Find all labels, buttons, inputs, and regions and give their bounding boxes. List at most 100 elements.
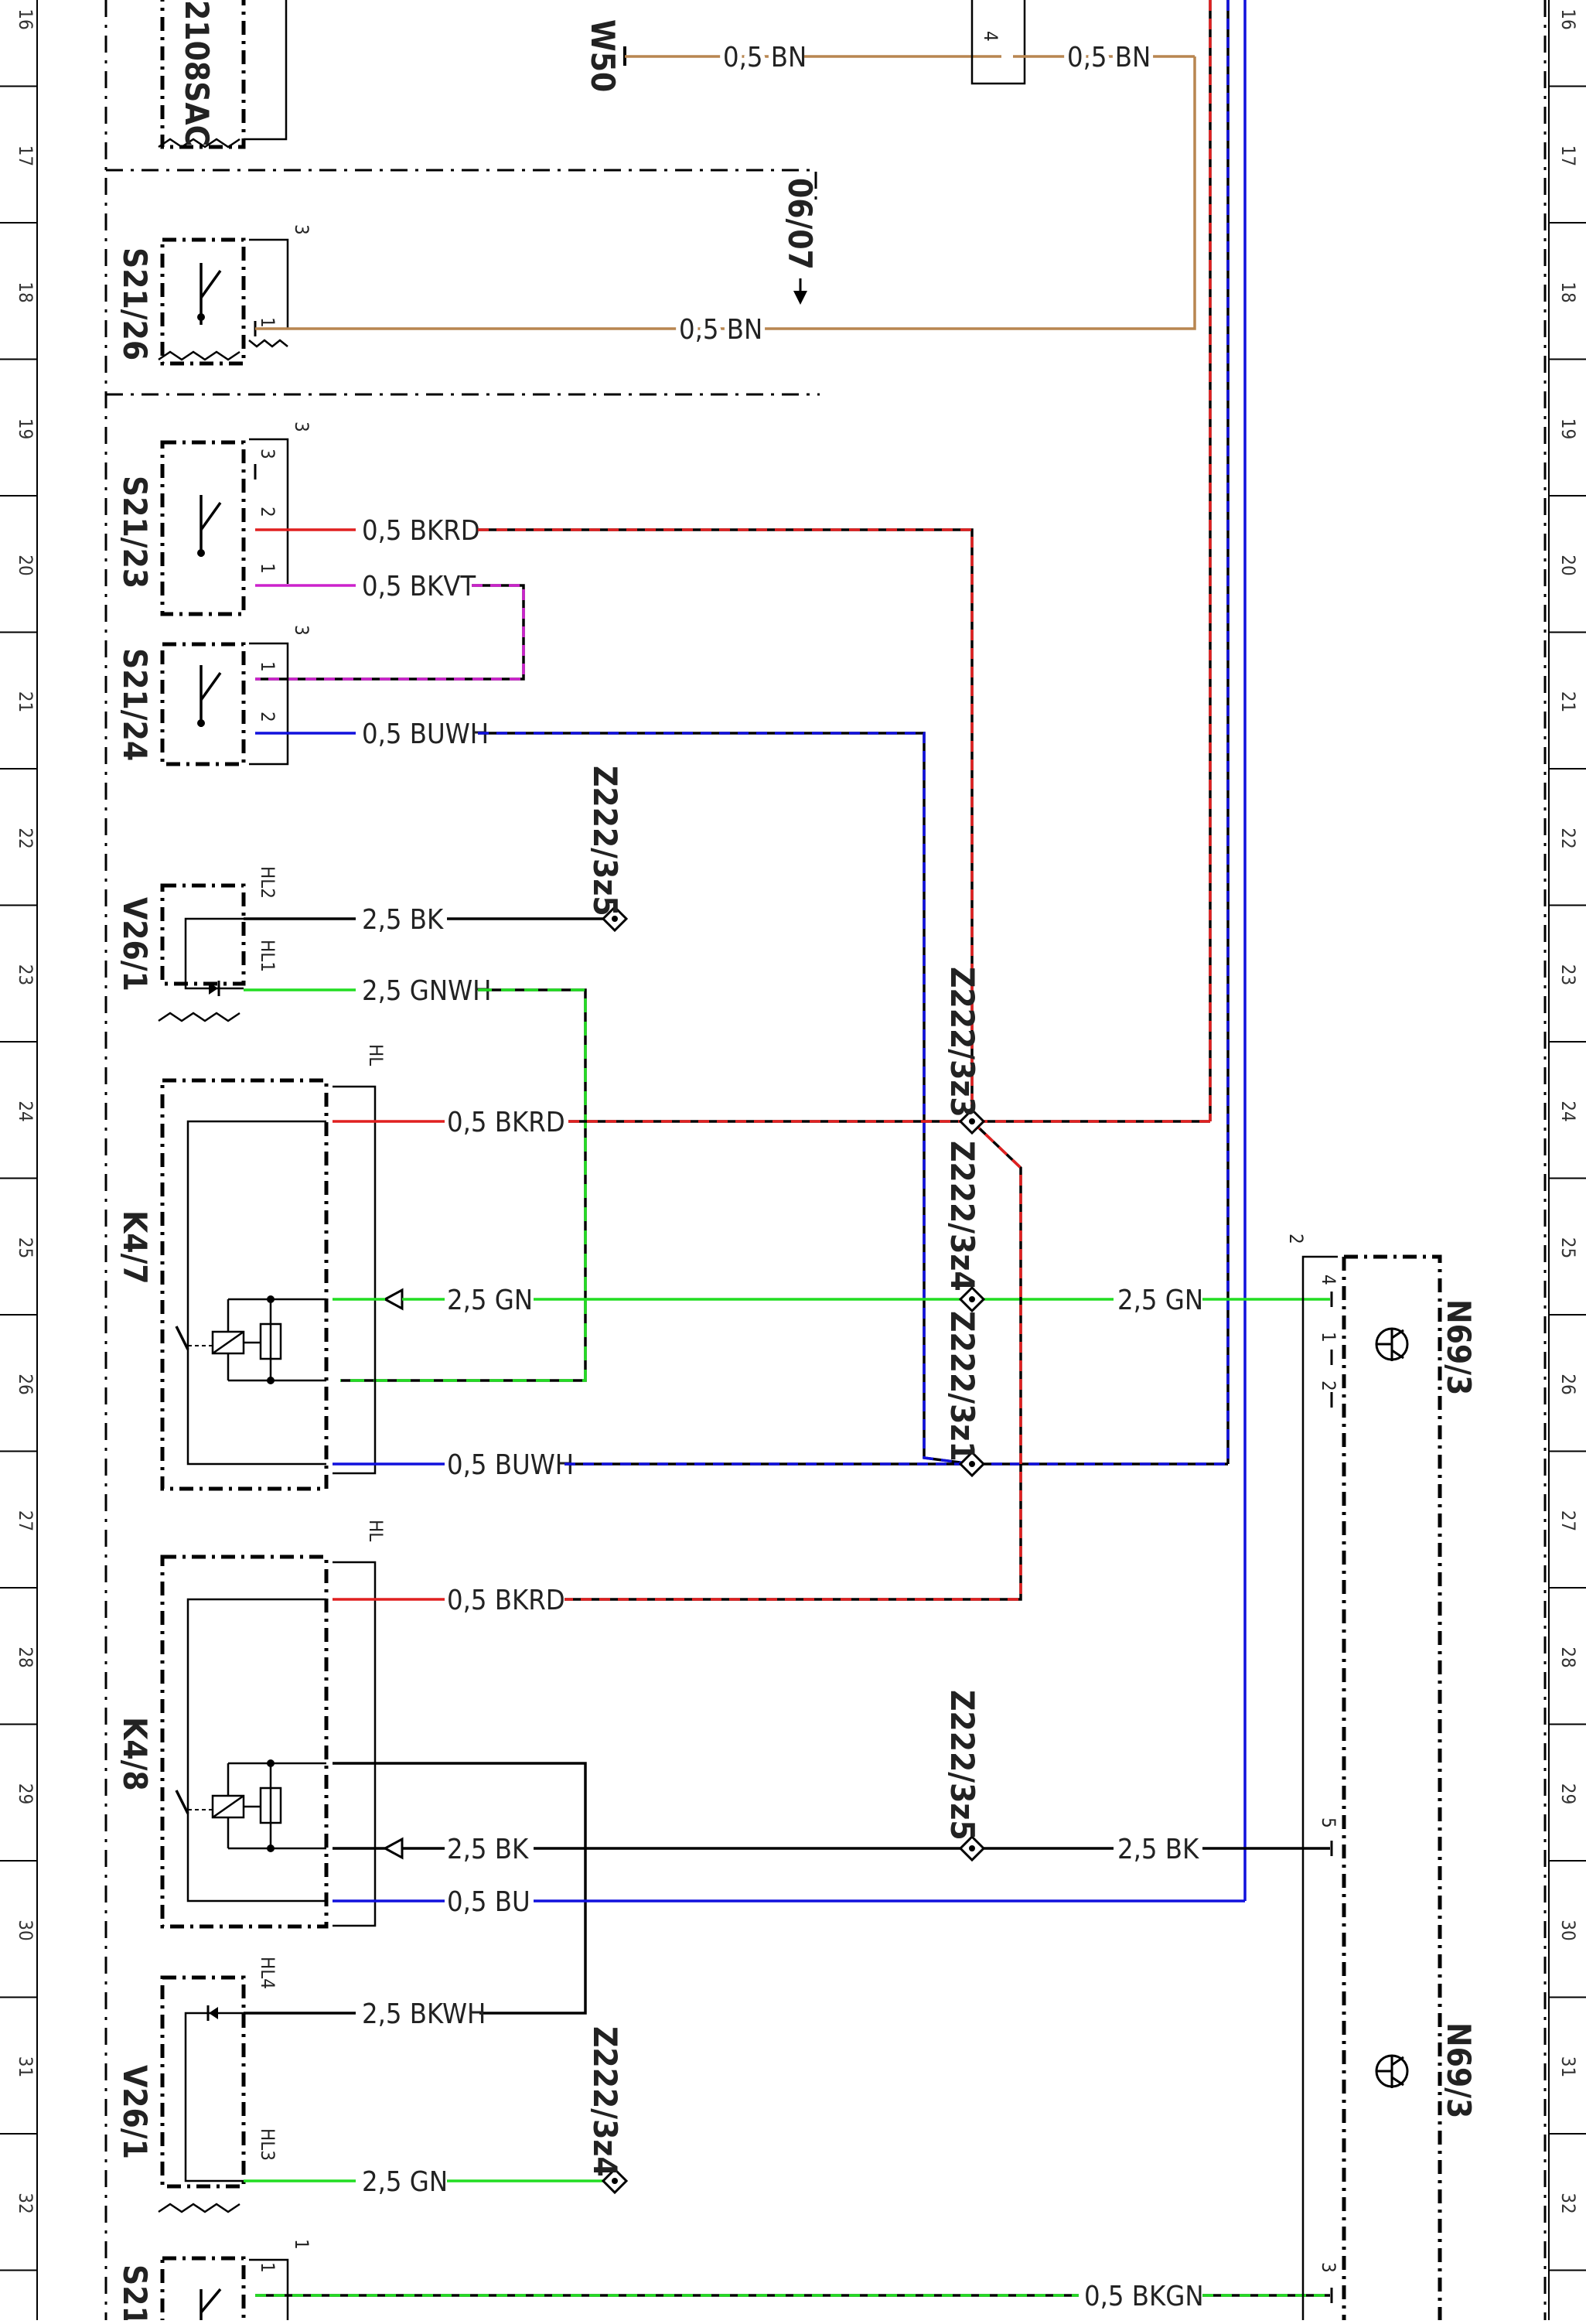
label-w50: W50 (584, 19, 622, 92)
wire-label-w50-b: 0,5 BN (1067, 42, 1151, 73)
pin-s21-26-1: 1 (257, 317, 278, 328)
pin-n69-2b: 2 (1318, 1380, 1339, 1391)
transistor-icon (1375, 2054, 1409, 2088)
pin-s21-24-3: 3 (291, 625, 312, 636)
ruler-row-number: 29 (1557, 1783, 1579, 1804)
wire-label-k47-buwh: 0,5 BUWH (447, 1449, 574, 1481)
wire-label-s21-bkgn: 0,5 BKGN (1084, 2281, 1204, 2312)
connector-z222-3z3: Z222/3z3 (943, 967, 986, 1135)
pin-w50: 4 (980, 31, 1001, 42)
connector-z222-3z5-top: Z222/3z5 (586, 766, 629, 933)
pin-n69-5: 5 (1318, 1817, 1339, 1828)
ruler-row-number: 25 (1557, 1237, 1579, 1258)
wire-label-k48-bu: 0,5 BU (447, 1886, 530, 1918)
ruler-row-number: 22 (1557, 828, 1579, 848)
wire-label-k48-bkrd: 0,5 BKRD (447, 1585, 565, 1616)
label-z1: Z222/3z1 (943, 1311, 981, 1462)
ruler-row-number: 16 (1557, 9, 1579, 29)
wire-label-s2123-bkvt: 0,5 BKVT (362, 571, 476, 602)
note-06-07: 06/07 (781, 178, 819, 305)
ruler-row-number: 19 (15, 418, 36, 439)
wire-label-k48-bk: 2,5 BK (447, 1834, 529, 1865)
label-n69-3-upper: N69/3 (1440, 1299, 1478, 1395)
label-2108sac: 2108SAC (178, 0, 216, 146)
ruler-row-number: 28 (15, 1647, 36, 1667)
connector-z222-3z4-low: Z222/3z4 (586, 2026, 629, 2195)
wire-bkrd-k48-red (564, 1120, 1022, 1601)
pin-s21-1b: 1 (257, 2262, 278, 2273)
ruler-row-number: 18 (15, 282, 36, 302)
label-z3: Z222/3z3 (943, 967, 981, 1118)
connector-z222-3z4-mid: Z222/3z4 (943, 1141, 986, 1313)
wire-label-v261b-bkwh: 2,5 BKWH (362, 1998, 486, 2030)
wire-label-v261-bk: 2,5 BK (362, 904, 444, 936)
ruler-row-number: 24 (1557, 1101, 1579, 1121)
ruler-row-number: 25 (15, 1237, 36, 1258)
ruler-row-number: 16 (15, 9, 36, 29)
ruler-row-number: 30 (15, 1920, 36, 1940)
component-k4-7: K4/7 HL 0,5 BKRD 2,5 GN 2,5 GN 0,5 BUWH (116, 1044, 1330, 1491)
label-v26-1-lower: V26/1 (116, 2065, 154, 2159)
pin-s21-23-2: 2 (257, 507, 278, 517)
ruler-row-number: 20 (1557, 555, 1579, 575)
wire-label-k47-bkrd: 0,5 BKRD (447, 1107, 565, 1138)
ruler-row-number: 24 (15, 1101, 36, 1121)
component-s21-24: S21/24 3 1 2 0,5 BUWH (116, 625, 973, 1466)
wire-gnwh-green (340, 988, 587, 1382)
label-k4-8: K4/8 (116, 1717, 154, 1791)
label-s21-bottom: S21 (116, 2264, 154, 2320)
component-n69-3: 2 4 1 2 5 3 N69/3 N69/3 (1285, 1234, 1478, 2320)
pin-s21-26-3: 3 (291, 224, 312, 235)
wire-bkvt-violet (255, 584, 525, 681)
ruler-row-number: 26 (15, 1374, 36, 1394)
ruler-row-number: 26 (1557, 1374, 1579, 1394)
ruler-row-number: 21 (15, 691, 36, 712)
pin-s21-24-1: 1 (257, 661, 278, 672)
note-date: 06/07 (781, 178, 819, 270)
pin-s21-23-1: 1 (257, 563, 278, 574)
label-z4-mid: Z222/3z4 (943, 1141, 981, 1292)
connector-z222-3z5-low: Z222/3z5 (943, 1690, 986, 1862)
label-n69-3-lower: N69/3 (1440, 2022, 1478, 2118)
ruler-row-number: 23 (1557, 964, 1579, 985)
wire-bn-loop (762, 56, 1196, 330)
connector-z222-3z1: Z222/3z1 (943, 1311, 986, 1478)
pin-s21-1: 1 (291, 2239, 312, 2250)
ruler-row-number: 31 (15, 2056, 36, 2077)
wire-s2124-buwh-black (478, 732, 973, 1466)
pin-n69-3: 3 (1318, 2262, 1339, 2273)
pin-s21-23-3b: 3 (257, 449, 278, 459)
pin-v26-1-hl2: HL2 (257, 866, 278, 899)
component-s21-23: S21/23 3 3 2 1 0,5 BKRD 0,5 BKVT (116, 421, 974, 1121)
pin-v26-1-hl1: HL1 (257, 940, 278, 972)
component-w50: W50 0,5 BN 4 0,5 BN (584, 0, 1196, 330)
pin-n69-2a: 2 (1285, 1234, 1307, 1244)
wire-label-k48-bk-right: 2,5 BK (1117, 1834, 1199, 1865)
ruler-row-number: 23 (15, 964, 36, 985)
component-s21-bottom: S21 1 1 0,5 BKGN (116, 2239, 1330, 2324)
wire-label-v261b-gn: 2,5 GN (362, 2166, 448, 2198)
ruler-row-number: 31 (1557, 2056, 1579, 2077)
label-s21-23: S21/23 (116, 476, 154, 589)
ruler-row-number: 20 (15, 555, 36, 575)
label-z5-low: Z222/3z5 (943, 1690, 981, 1841)
ruler-row-number: 28 (1557, 1647, 1579, 1667)
wire-s2123-bkrd-black (478, 528, 974, 1121)
ruler-row-number: 19 (1557, 418, 1579, 439)
ruler-row-number: 18 (1557, 282, 1579, 302)
pin-k4-8-hl: HL (365, 1520, 387, 1541)
pin-k4-7-hl: HL (365, 1044, 387, 1066)
wire-label-w50-a: 0,5 BN (723, 42, 807, 73)
wire-s2124-buwh-blue (478, 732, 973, 1466)
ruler-row-number: 17 (1557, 145, 1579, 166)
ruler-row-number: 29 (15, 1783, 36, 1804)
ruler-row-number: 27 (1557, 1510, 1579, 1531)
wire-label-k47-gn: 2,5 GN (447, 1285, 533, 1316)
pin-n69-1: 1 (1318, 1332, 1339, 1343)
pin-s21-24-2: 2 (257, 712, 278, 722)
component-k4-8: K4/8 HL 0,5 BKRD 2,5 BK 2,5 BK 0,5 BU (116, 1520, 1330, 2015)
ruler-row-number: 17 (15, 145, 36, 166)
label-s21-26: S21/26 (116, 247, 154, 360)
